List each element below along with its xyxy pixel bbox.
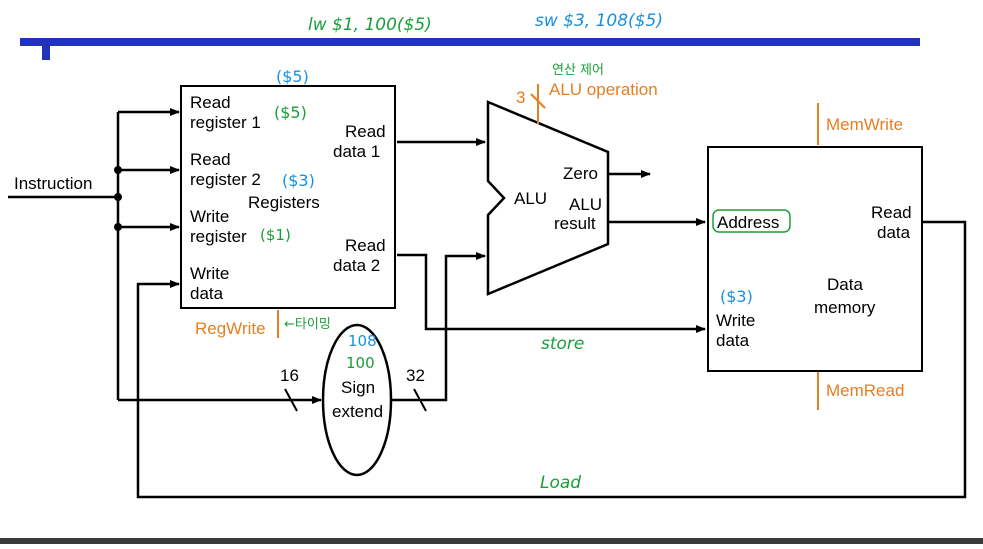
read-data-2-label-line1: Read xyxy=(345,236,386,255)
lw-instruction-note: lw $1, 100($5) xyxy=(308,15,432,35)
memory-address-label: Address xyxy=(717,213,779,232)
read-data-2-to-memory-wire xyxy=(397,253,706,333)
timing-annotation: ←타이밍 xyxy=(284,317,331,332)
data-memory-title-line2: memory xyxy=(814,298,876,317)
write-data-label-line1: Write xyxy=(190,264,229,283)
registers-block xyxy=(180,85,396,309)
sign-extend-label-line2: extend xyxy=(332,402,383,421)
memory-read-data-label-line1: Read xyxy=(871,203,912,222)
alu-unit xyxy=(486,100,610,296)
read-data-2-label-line2: data 2 xyxy=(333,256,380,275)
memory-read-data-label-line2: data xyxy=(877,223,911,242)
read-register-1-label-line1: Read xyxy=(190,93,231,112)
imm-lw-annotation: 100 xyxy=(346,354,375,372)
footer-bar xyxy=(0,538,983,544)
rt-annotation: ($3) xyxy=(282,171,315,190)
bits-16-slash xyxy=(284,388,298,412)
write-register-label-line2: register xyxy=(190,227,247,246)
read-data-1-label-line2: data 1 xyxy=(333,142,380,161)
memwrite-label: MemWrite xyxy=(826,115,903,134)
rd-annotation: ($1) xyxy=(260,226,291,244)
alu-op-bits-slash xyxy=(530,93,546,109)
title-bar-accent xyxy=(42,46,50,60)
address-highlight xyxy=(712,209,791,233)
alu-zero-label: Zero xyxy=(563,164,598,183)
sign-extend-label-line1: Sign xyxy=(341,378,375,397)
operation-control-annotation: 연산 제어 xyxy=(552,63,604,78)
title-bar xyxy=(20,38,920,46)
rs-top-annotation: ($5) xyxy=(276,67,309,86)
read-register-1-label-line2: register 1 xyxy=(190,113,261,132)
regwrite-label: RegWrite xyxy=(195,319,266,338)
data-memory-title-line1: Data xyxy=(827,275,863,294)
read-register-2-label-line1: Read xyxy=(190,150,231,169)
memory-write-data-label-line1: Write xyxy=(716,311,755,330)
sw-instruction-note: sw $3, 108($5) xyxy=(535,11,663,31)
memory-write-data-label-line2: data xyxy=(716,331,750,350)
alu-op-bits-label: 3 xyxy=(516,88,525,107)
write-register-label-line1: Write xyxy=(190,207,229,226)
alu-operation-label: ALU operation xyxy=(549,80,658,99)
registers-title: Registers xyxy=(248,193,320,212)
load-annotation: Load xyxy=(540,473,581,493)
memread-label: MemRead xyxy=(826,381,904,400)
memory-write-data-annotation: ($3) xyxy=(720,287,753,306)
store-annotation: store xyxy=(541,334,584,354)
data-memory-block xyxy=(707,146,923,372)
memory-read-data-feedback-wire xyxy=(136,220,967,499)
alu-result-label-line2: result xyxy=(554,214,596,233)
instruction-label: Instruction xyxy=(14,174,92,193)
rs-annotation: ($5) xyxy=(274,103,307,122)
bits-16-label: 16 xyxy=(280,366,299,385)
alu-result-label-line1: ALU xyxy=(569,195,602,214)
bits-32-label: 32 xyxy=(406,366,425,385)
read-data-1-label-line1: Read xyxy=(345,122,386,141)
write-data-label-line2: data xyxy=(190,284,224,303)
imm-sw-annotation: 108 xyxy=(348,332,377,350)
junction-dot xyxy=(114,193,122,201)
read-register-2-label-line2: register 2 xyxy=(190,170,261,189)
alu-label: ALU xyxy=(514,189,547,208)
